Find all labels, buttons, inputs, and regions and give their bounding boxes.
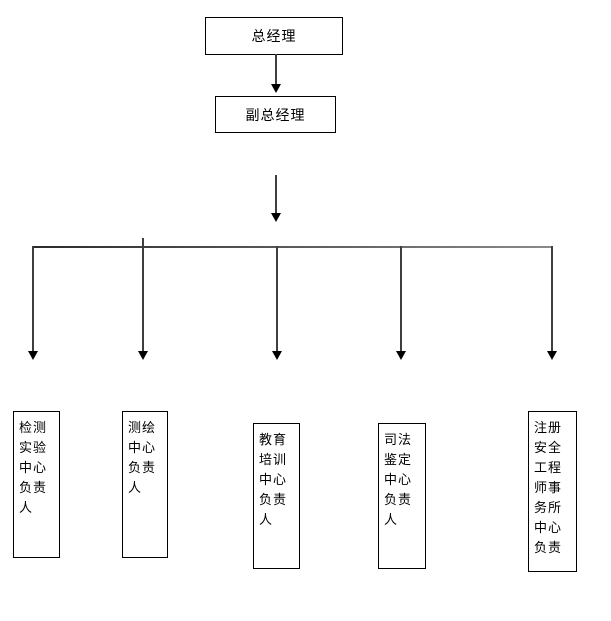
node-label-line: 安全 (534, 441, 563, 456)
node-label-line: 中心 (384, 473, 413, 488)
node-label-line: 中心 (259, 473, 288, 488)
connector-branch-2 (138, 238, 148, 360)
node-label-line: 实验 (19, 441, 48, 456)
node-label-line: 师事 (534, 481, 563, 496)
node-education-training-center: 教育 培训 中心 负责 人 (253, 423, 300, 569)
connector-gm-to-dgm (271, 54, 281, 93)
connector-branch-1 (28, 246, 38, 360)
node-label-line: 中心 (534, 521, 563, 536)
node-label-line: 教育 (259, 433, 288, 448)
node-surveying-center: 测绘 中心 负责 人 (122, 411, 168, 558)
node-general-manager-label: 总经理 (251, 29, 297, 45)
node-label-line: 检测 (19, 421, 48, 436)
connector-branch-4 (396, 246, 406, 360)
node-label-line: 务所 (534, 501, 563, 516)
branch-rail (33, 246, 552, 248)
node-label-line: 中心 (128, 441, 157, 456)
node-judicial-appraisal-center: 司法 鉴定 中心 负责 人 (378, 423, 426, 569)
connector-trunk (271, 175, 281, 222)
node-label-line: 工程 (534, 461, 563, 476)
arrow-down-icon (396, 351, 406, 360)
arrow-down-icon (28, 351, 38, 360)
node-label-line: 负责 (19, 481, 48, 496)
node-label-line: 中心 (19, 461, 48, 476)
node-label-line: 负责 (534, 541, 563, 556)
node-general-manager: 总经理 (205, 17, 343, 55)
node-label-line: 负责 (128, 461, 157, 476)
arrow-down-icon (271, 84, 281, 93)
node-label-line: 人 (128, 481, 143, 496)
node-deputy-general-manager-label: 副总经理 (245, 107, 306, 124)
node-safety-engineer-office-center: 注册 安全 工程 师事 务所 中心 负责 (528, 411, 577, 572)
node-label-line: 人 (384, 513, 399, 528)
node-label-line: 鉴定 (384, 453, 413, 468)
node-label-line: 人 (19, 501, 34, 516)
node-label-line: 培训 (259, 453, 288, 468)
arrow-down-icon (272, 351, 282, 360)
connector-branch-5 (547, 246, 557, 360)
arrow-down-icon (271, 213, 281, 222)
node-label-line: 司法 (384, 433, 413, 448)
node-label-line: 负责 (259, 493, 288, 508)
node-label-line: 人 (259, 513, 274, 528)
arrow-down-icon (138, 351, 148, 360)
connector-branch-3 (272, 246, 282, 360)
arrow-down-icon (547, 351, 557, 360)
node-testing-lab-center: 检测 实验 中心 负责 人 (13, 411, 60, 558)
node-label-line: 注册 (534, 421, 563, 436)
node-label-line: 测绘 (128, 421, 157, 436)
node-label-line: 负责 (384, 493, 413, 508)
node-deputy-general-manager: 副总经理 (215, 96, 336, 133)
